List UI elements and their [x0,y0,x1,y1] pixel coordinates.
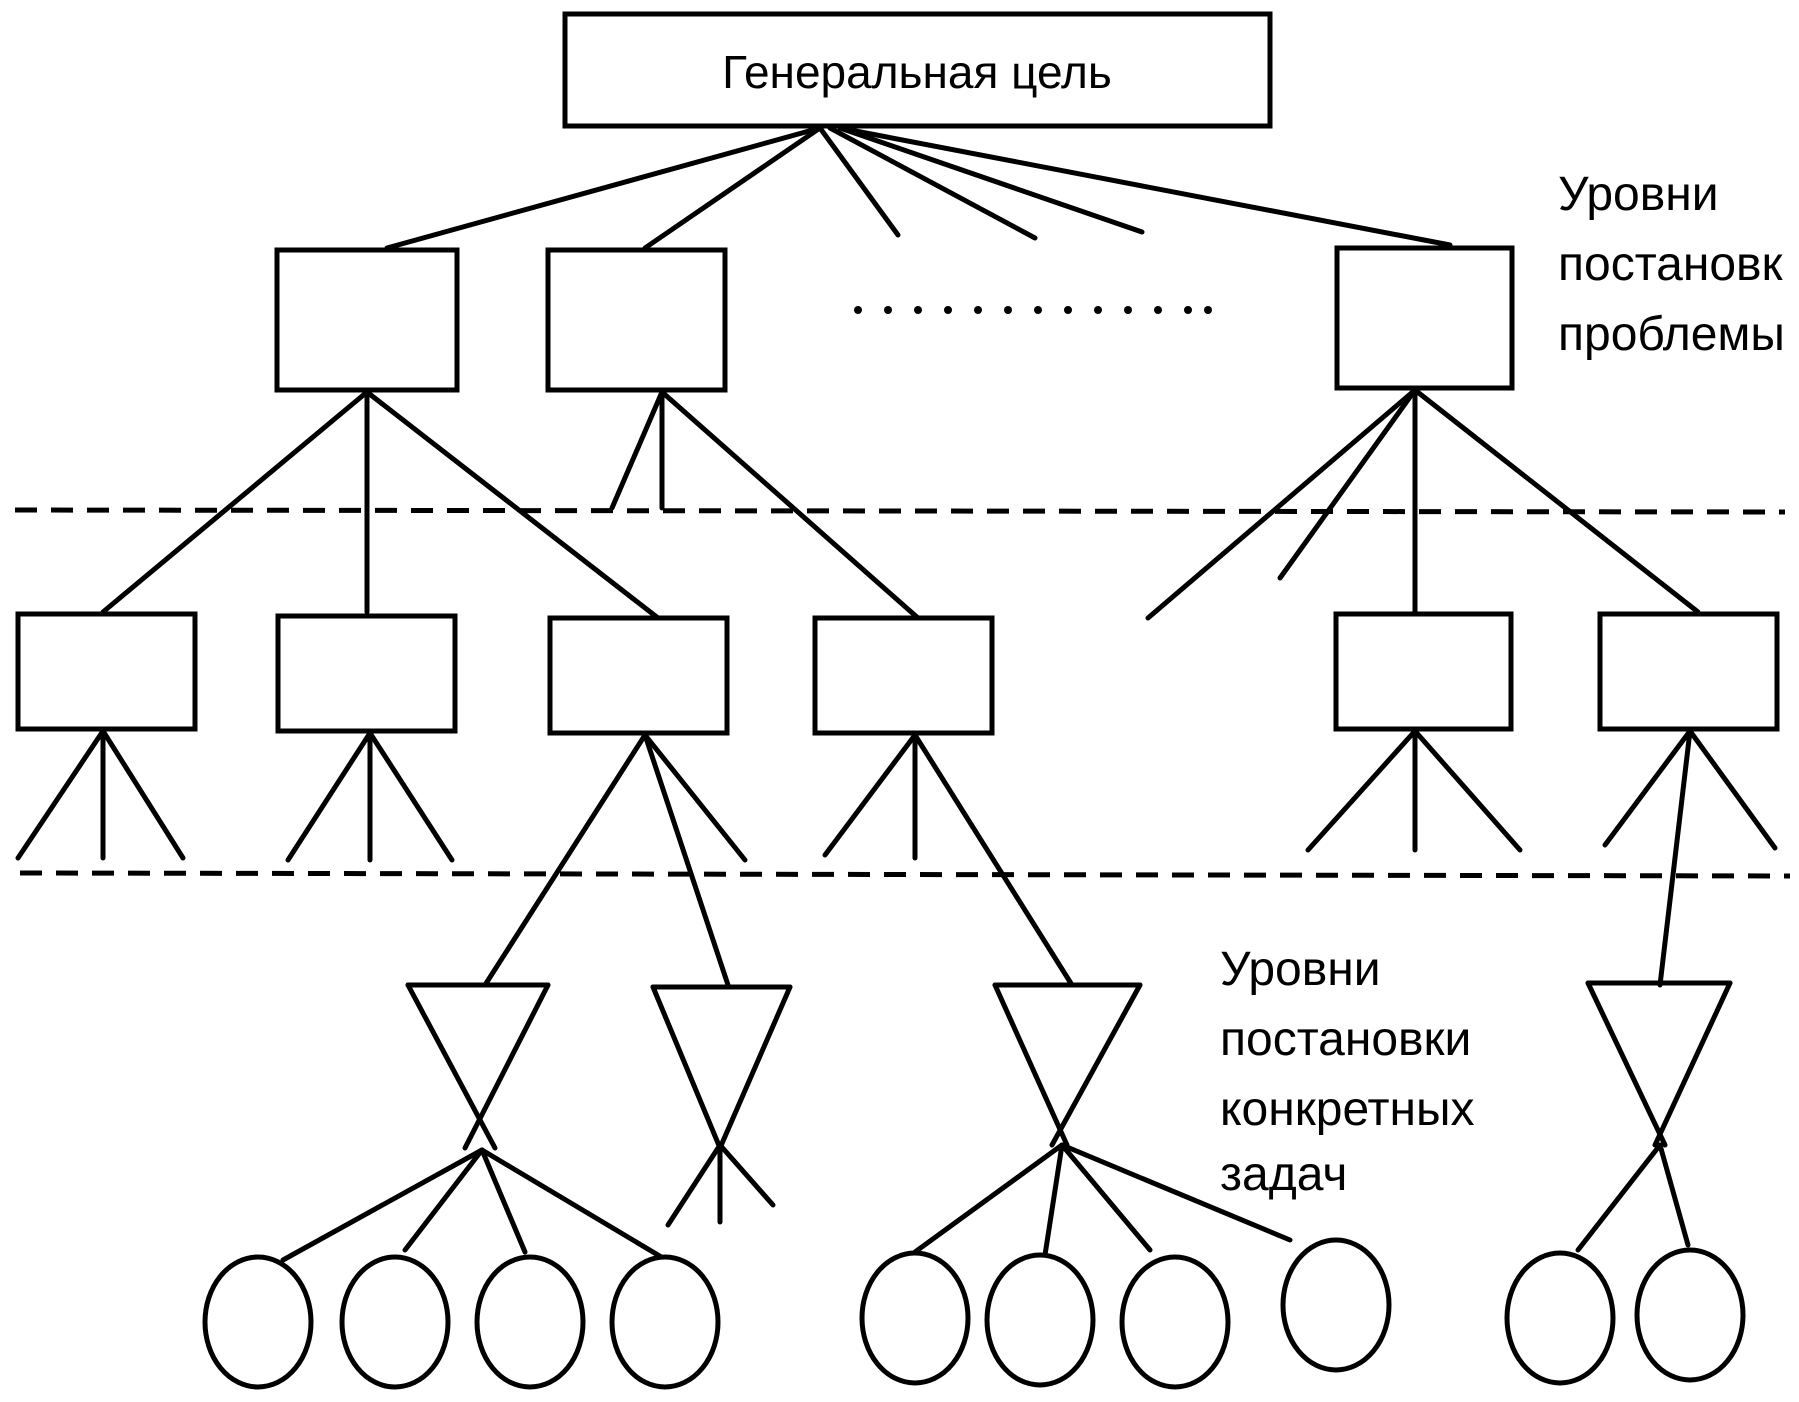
task-triangle-4 [1585,980,1733,1148]
label-problem-line-3: проблемы [1558,308,1785,361]
level-2-to-task-edges [482,728,1693,988]
level-2-nodes [15,611,1780,736]
level-1-nodes [274,245,1515,393]
problem-box-2 [545,247,728,393]
root-box [562,11,1273,129]
label-problem-line-2: постановк [1558,238,1784,291]
subproblem-box-4 [812,615,995,736]
root-label: Генеральная цель [722,46,1112,98]
label-task-levels: Уровни постановки конкретных задач [1220,943,1475,1201]
task-circle-1 [202,1254,314,1390]
label-tasks-line-1: Уровни [1220,943,1381,996]
root-edges [384,125,1453,251]
subproblem-box-3 [547,615,730,736]
subproblem-box-6 [1597,611,1780,732]
subproblem-box-5 [1333,611,1514,732]
task-triangles [405,980,1733,1151]
task-circle-9 [1504,1250,1616,1386]
subproblem-box-1 [15,611,198,732]
level-2-fans [15,728,1778,863]
task-triangle-1 [405,982,551,1151]
task-circle-6 [984,1252,1096,1388]
root-node: Генеральная цель [562,11,1273,129]
ellipsis-dots [854,306,1212,314]
problem-box-1 [274,247,460,393]
task-circle-10 [1634,1247,1746,1383]
task-circle-8 [1280,1237,1392,1373]
subproblem-box-2 [275,613,458,734]
task-circle-3 [474,1254,586,1390]
label-tasks-line-2: постановки [1220,1013,1471,1066]
label-tasks-line-4: задач [1220,1148,1347,1201]
task-circle-4 [609,1254,721,1390]
task-circle-2 [339,1254,451,1390]
task-edges [280,1142,1691,1263]
label-tasks-line-3: конкретных [1220,1083,1475,1136]
task-circles [202,1237,1746,1390]
task-triangle-3 [992,982,1143,1148]
task-circle-5 [859,1250,971,1386]
dashed-separator-bottom [19,870,1791,879]
level-1-edges [100,387,1701,621]
problem-box-3 [1334,245,1515,391]
label-problem-levels: Уровни постановк проблемы [1558,168,1785,361]
label-problem-line-1: Уровни [1558,168,1719,221]
task-circle-7 [1119,1254,1231,1390]
dashed-separator-top [14,507,1786,515]
task-triangle-2 [650,984,793,1151]
